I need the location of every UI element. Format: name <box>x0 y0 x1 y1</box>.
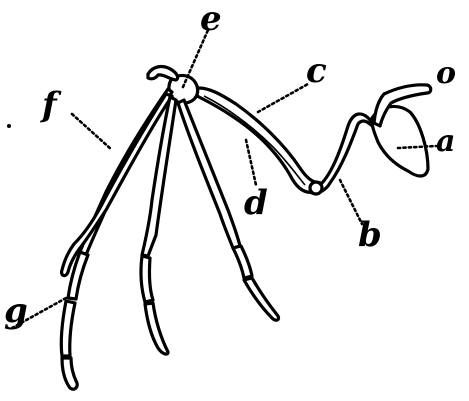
finger-2-phalanx-1 <box>141 256 153 302</box>
finger-2-phalanx-2 <box>145 303 168 354</box>
finger-3-metacarpal <box>178 100 240 248</box>
label-a: a <box>436 124 455 159</box>
leader-line-d <box>246 140 256 185</box>
label-f: f <box>40 85 62 125</box>
finger-1-phalanx-3 <box>62 358 77 389</box>
label-b: b <box>358 215 382 255</box>
elbow-joint <box>310 182 322 194</box>
finger-3-phalanx-2 <box>244 278 279 320</box>
leader-line-f <box>72 114 112 150</box>
label-c: c <box>306 51 327 91</box>
thumb-bone <box>148 67 178 80</box>
label-g: g <box>4 291 28 331</box>
leader-line-c <box>258 84 308 112</box>
stray-dot <box>7 124 11 128</box>
label-d: d <box>244 183 268 223</box>
finger-1-phalanx-2 <box>61 301 75 356</box>
finger-1-joint <box>67 298 77 299</box>
label-e: e <box>200 0 222 39</box>
finger-3-phalanx-1 <box>233 246 252 278</box>
label-o: o <box>436 56 456 91</box>
finger-3-inner-line <box>186 104 232 222</box>
